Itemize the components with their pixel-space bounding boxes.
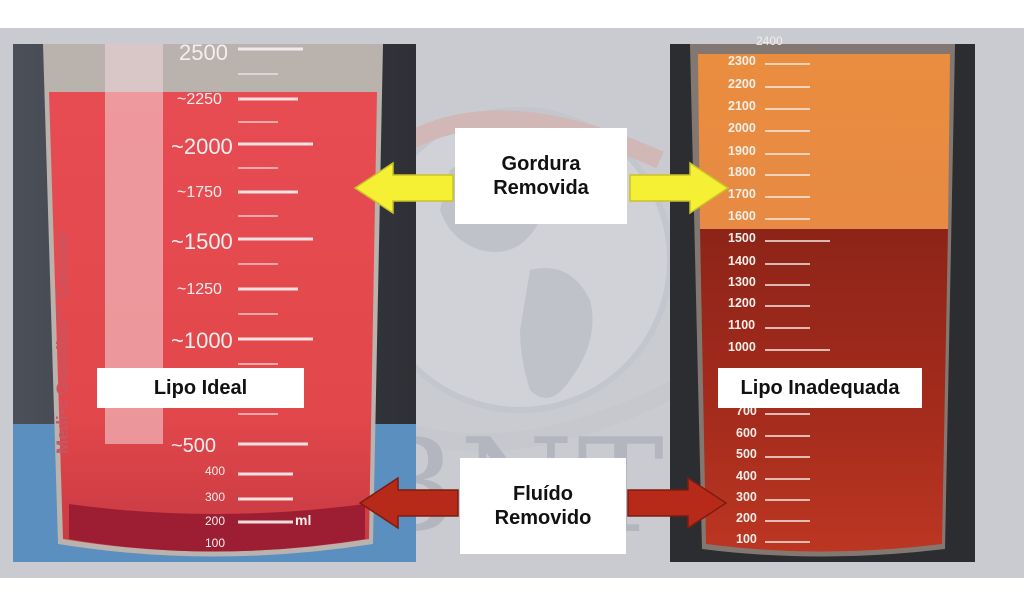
right-tick-1800: 1800 (728, 165, 756, 179)
tick-1750: ~1750 (177, 184, 222, 201)
tick-200: 200 (205, 514, 226, 528)
right-tick-1600: 1600 (728, 209, 756, 223)
tick-1500: ~1500 (171, 229, 233, 254)
fat-arrow-left-icon (353, 161, 454, 215)
tick-300: 300 (205, 490, 226, 504)
right-tick-1200: 1200 (728, 296, 756, 310)
right-tick-100: 100 (736, 532, 757, 546)
fat-arrow-right-icon (629, 161, 730, 215)
right-tick-1500: 1500 (728, 231, 756, 245)
label-lipo-ideal: Lipo Ideal (97, 368, 304, 408)
tick-2250: ~2250 (177, 91, 222, 108)
right-tick-1000: 1000 (728, 340, 756, 354)
fluid-arrow-left-icon (358, 476, 459, 530)
tick-2500: 2500 (179, 40, 228, 65)
right-tick-1100: 1100 (728, 318, 756, 332)
right-tick-1700: 1700 (728, 187, 756, 201)
label-fluido-line1: Fluído (513, 483, 573, 505)
right-tick-1900: 1900 (728, 144, 756, 158)
label-fluido-line2: Removido (494, 507, 592, 529)
canister-right-illustration (670, 44, 975, 562)
fluid-arrow-right-icon (627, 476, 728, 530)
tick-2000: ~2000 (171, 134, 233, 159)
photo-lipo-inadequada: 2400 2300 2200 2100 2000 1900 1800 1700 1600 150… (670, 34, 975, 562)
canister-brand-text: Medi•c Guardian™ Canister (53, 230, 72, 454)
tick-1250: ~1250 (177, 281, 222, 298)
right-tick-300: 300 (736, 490, 757, 504)
label-lipo-inadequada: Lipo Inadequada (718, 368, 922, 408)
right-tick-2300: 2300 (728, 54, 756, 68)
tick-500: ~500 (171, 435, 217, 457)
right-tick-200: 200 (736, 511, 757, 525)
right-tick-2000: 2000 (728, 121, 756, 135)
right-tick-400: 400 (736, 469, 757, 483)
tick-400: 400 (205, 464, 226, 478)
unit-ml: ml (295, 512, 312, 528)
photo-lipo-ideal: 2500 ~2250 ~2000 ~1750 ~1500 ~1250 ~1000… (13, 40, 416, 562)
label-gordura-removida: Gordura Removida (455, 128, 627, 224)
tick-100: 100 (205, 536, 226, 550)
right-tick-600: 600 (736, 426, 757, 440)
label-fluido-removido: Fluído Removido (460, 458, 626, 554)
right-tick-1300: 1300 (728, 275, 756, 289)
label-gordura-line2: Removida (493, 177, 589, 199)
label-gordura-line1: Gordura (501, 153, 581, 175)
tick-2400: 2400 (756, 34, 783, 48)
right-tick-1400: 1400 (728, 254, 756, 268)
right-tick-2100: 2100 (728, 99, 756, 113)
right-tick-500: 500 (736, 447, 757, 461)
tick-1000: ~1000 (171, 328, 233, 353)
canister-left-illustration (13, 44, 416, 562)
right-tick-2200: 2200 (728, 77, 756, 91)
